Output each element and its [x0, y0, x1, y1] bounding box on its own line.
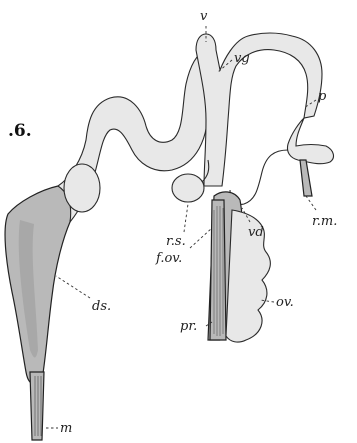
leader-rs: [184, 204, 188, 232]
label-ds: ds.: [92, 299, 111, 314]
label-rs: r.s.: [166, 234, 186, 249]
leader-ds: [56, 276, 90, 298]
label-vd: vd: [248, 225, 264, 240]
label-pr: pr.: [180, 319, 197, 334]
figure-number: .6.: [8, 121, 32, 141]
mucous-gland-duct: [30, 372, 44, 440]
label-fov: f.ov.: [155, 251, 182, 266]
retractor-muscle: [300, 160, 312, 196]
duct-bulge: [64, 164, 100, 212]
leader-rm: [306, 196, 316, 210]
receptaculum-seminis: [172, 174, 204, 202]
label-ov: ov.: [276, 295, 294, 310]
duct-of-spermatheca: [5, 186, 72, 385]
penis: [287, 118, 333, 164]
leader-fov: [190, 228, 212, 248]
vas-deferens: [230, 150, 288, 204]
label-rm: r.m.: [312, 214, 337, 229]
label-m: m: [60, 421, 72, 436]
label-v: v: [200, 9, 208, 24]
prostate: [210, 200, 226, 340]
label-vg: vg: [234, 51, 250, 66]
label-p: p: [318, 89, 327, 104]
